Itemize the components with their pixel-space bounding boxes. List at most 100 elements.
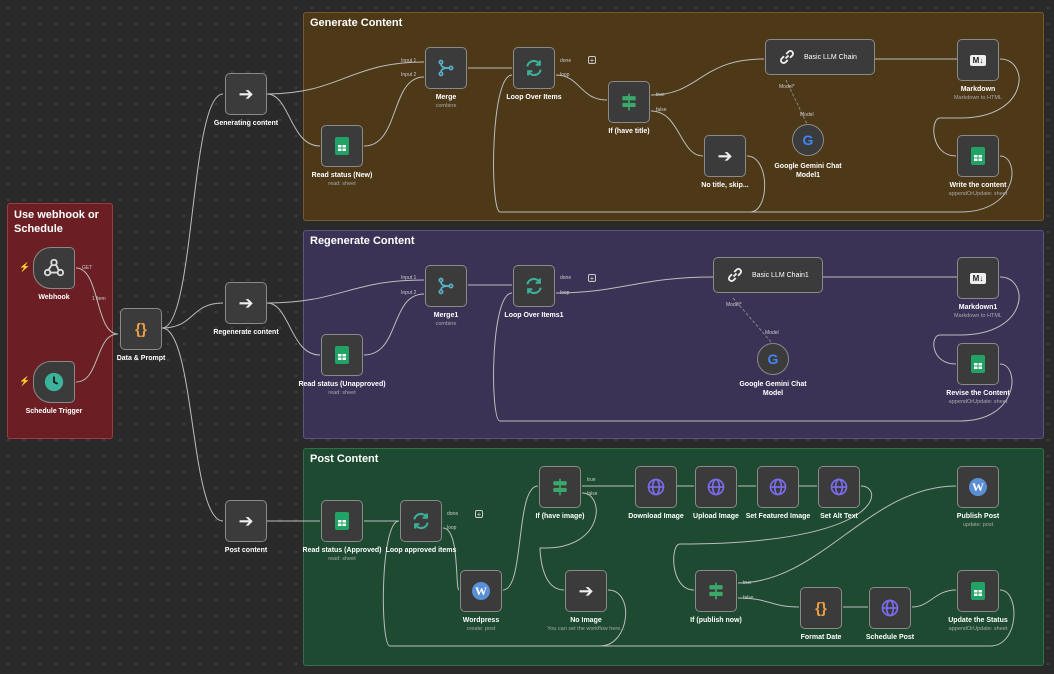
sub-read-status-new: read: sheet [328, 181, 356, 187]
label-if-publish-now: If (publish now) [690, 617, 742, 624]
label-google-gemini-chat-model1: Google Gemini Chat Model1 [774, 163, 842, 179]
arrow-right-icon: ➔ [238, 83, 254, 104]
node-basic-llm-chain[interactable]: Basic LLM Chain [765, 39, 875, 75]
wordpress-icon: W [969, 478, 987, 496]
label-format-date: Format Date [800, 634, 842, 641]
label-markdown1: Markdown1 [958, 304, 998, 311]
node-download-image[interactable] [635, 466, 677, 508]
node-markdown[interactable]: M↓ [957, 39, 999, 81]
arrow-right-icon: ➔ [238, 292, 254, 313]
port-label-true: true [656, 92, 665, 98]
sub-wordpress: create: post [466, 626, 496, 632]
sub-markdown: Markdown to HTML [954, 95, 1002, 101]
group-title-post: Post Content [310, 453, 379, 465]
link-icon [728, 268, 742, 282]
node-webhook[interactable] [33, 247, 75, 289]
node-generating-content[interactable]: ➔ [225, 73, 267, 115]
group-generate: Generate Content [303, 12, 1044, 221]
node-set-featured-image[interactable] [757, 466, 799, 508]
label-schedule-post: Schedule Post [865, 634, 915, 641]
add-node-button[interactable]: + [588, 56, 596, 65]
node-merge[interactable] [425, 47, 467, 89]
port-label-input2: Input 2 [401, 290, 417, 296]
label-merge: Merge [435, 94, 457, 101]
port-label-one-item: 1 item [92, 296, 106, 302]
label-basic-llm-chain1: Basic LLM Chain1 [752, 271, 809, 279]
signpost-icon [709, 582, 723, 600]
label-publish-post: Publish Post [956, 513, 1000, 520]
arrow-right-icon: ➔ [578, 580, 594, 601]
node-update-the-status[interactable] [957, 570, 999, 612]
port-label-done: done [560, 275, 572, 281]
code-braces-icon: {} [815, 599, 827, 617]
node-if-have-title[interactable] [608, 81, 650, 123]
sub-revise-the-content: appendOrUpdate: sheet [948, 399, 1008, 405]
globe-icon [769, 478, 787, 496]
label-post-content: Post content [224, 547, 268, 554]
node-read-status-unapproved[interactable] [321, 334, 363, 376]
node-loop-over-items1[interactable] [513, 265, 555, 307]
node-set-alt-text[interactable] [818, 466, 860, 508]
node-merge1[interactable] [425, 265, 467, 307]
label-merge1: Merge1 [433, 312, 459, 319]
globe-icon [830, 478, 848, 496]
signpost-icon [622, 93, 636, 111]
label-set-alt-text: Set Alt Text [820, 513, 858, 520]
sub-read-status-unapproved: read: sheet [328, 390, 356, 396]
globe-icon [707, 478, 725, 496]
label-generating-content: Generating content [213, 120, 279, 127]
link-icon [780, 50, 794, 64]
node-format-date[interactable]: {} [800, 587, 842, 629]
node-revise-the-content[interactable] [957, 343, 999, 385]
markdown-icon: M↓ [969, 54, 987, 66]
node-schedule-post[interactable] [869, 587, 911, 629]
node-schedule-trigger[interactable] [33, 361, 75, 403]
node-basic-llm-chain1[interactable]: Basic LLM Chain1 [713, 257, 823, 293]
node-loop-over-items[interactable] [513, 47, 555, 89]
node-wordpress[interactable]: W [460, 570, 502, 612]
port-label-get: GET [82, 265, 93, 271]
signpost-icon [553, 478, 567, 496]
webhook-icon [43, 258, 65, 277]
node-loop-approved-items[interactable] [400, 500, 442, 542]
label-google-gemini-chat-model: Google Gemini Chat Model [739, 381, 807, 397]
node-publish-post[interactable]: W [957, 466, 999, 508]
port-label-true: true [743, 580, 752, 586]
add-node-button[interactable]: + [588, 274, 596, 283]
port-label-true: true [587, 477, 596, 483]
arrow-right-icon: ➔ [717, 145, 733, 166]
node-data-prompt[interactable]: {} [120, 308, 162, 350]
node-if-have-image[interactable] [539, 466, 581, 508]
add-node-button[interactable]: + [475, 510, 483, 519]
node-post-content[interactable]: ➔ [225, 500, 267, 542]
node-if-publish-now[interactable] [695, 570, 737, 612]
port-label-loop: loop [560, 290, 570, 296]
node-read-status-new[interactable] [321, 125, 363, 167]
refresh-icon [526, 59, 542, 77]
label-no-title-skip: No title, skip... [701, 182, 749, 189]
label-if-have-title: If (have title) [608, 128, 650, 135]
port-label-done: done [560, 58, 572, 64]
node-upload-image[interactable] [695, 466, 737, 508]
label-download-image: Download Image [628, 513, 684, 520]
label-read-status-new: Read status (New) [311, 172, 373, 179]
google-g-icon: G [767, 351, 779, 367]
group-title-trigger: Use webhook or Schedule [14, 209, 99, 235]
node-google-gemini-chat-model[interactable]: G [757, 343, 789, 375]
node-google-gemini-chat-model1[interactable]: G [792, 124, 824, 156]
clock-icon [44, 372, 64, 392]
node-markdown1[interactable]: M↓ [957, 257, 999, 299]
port-label-model: Model [800, 112, 814, 118]
label-revise-the-content: Revise the Content [946, 390, 1010, 397]
node-read-status-approved[interactable] [321, 500, 363, 542]
node-no-title-skip[interactable]: ➔ [704, 135, 746, 177]
node-regenerate-content[interactable]: ➔ [225, 282, 267, 324]
label-set-featured-image: Set Featured Image [745, 513, 811, 520]
node-write-the-content[interactable] [957, 135, 999, 177]
google-sheets-icon [335, 346, 349, 364]
node-no-image[interactable]: ➔ [565, 570, 607, 612]
refresh-icon [526, 277, 542, 295]
port-label-model-star: Model* [726, 302, 742, 308]
